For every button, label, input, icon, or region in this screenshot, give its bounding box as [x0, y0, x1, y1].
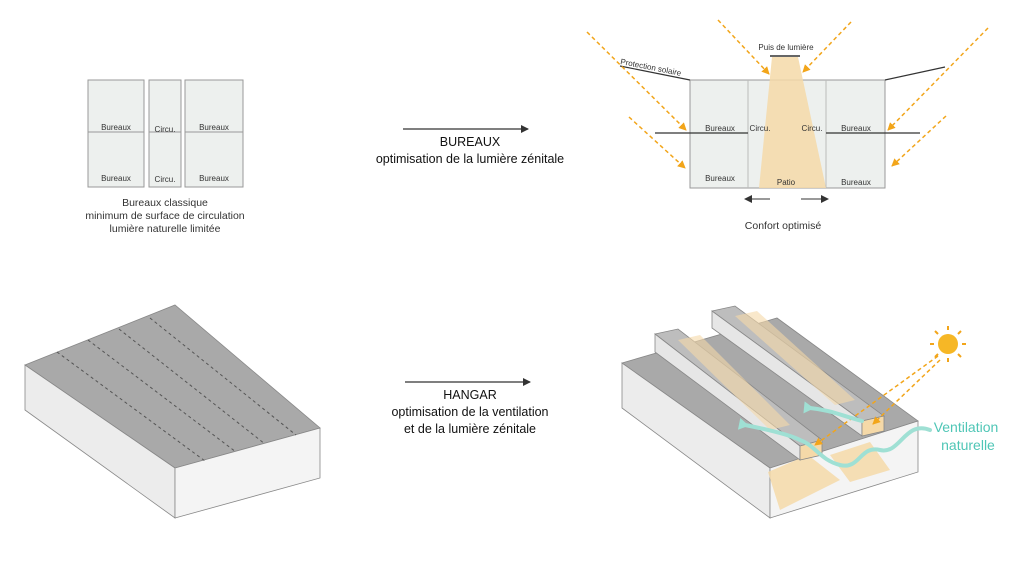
caption-line: lumière naturelle limitée: [109, 223, 221, 235]
room-label: Bureaux: [199, 123, 229, 132]
label-ventilation: Ventilation: [934, 419, 999, 435]
light-well-beam: [759, 57, 826, 188]
hangar-title: HANGAR: [443, 388, 497, 402]
comfort-caption: Confort optimisé: [718, 220, 848, 232]
hangar-line2: et de la lumière zénitale: [403, 422, 537, 436]
room-label: Circu.: [802, 124, 823, 133]
comfort-caption-text: Confort optimisé: [744, 220, 822, 232]
hangar-line1: optimisation de la ventilation: [391, 405, 549, 419]
optimized-hangar: Ventilation naturelle: [621, 305, 999, 519]
bureaux-subtitle: optimisation de la lumière zénitale: [375, 152, 565, 166]
room-label: Bureaux: [199, 174, 229, 183]
label-puits: Puis de lumière: [758, 43, 814, 52]
sun-protection-left: [619, 65, 691, 81]
room-label: Bureaux: [841, 124, 871, 133]
classic-office-plan: Bureaux Circu. Bureaux Bureaux Circu. Bu…: [87, 79, 244, 188]
room-label: Bureaux: [705, 124, 735, 133]
sun-icon: [930, 326, 966, 362]
room-label: Circu.: [155, 175, 176, 184]
room-label: Circu.: [750, 124, 771, 133]
room-label: Circu.: [155, 125, 176, 134]
room-label: Patio: [777, 178, 796, 187]
room-label: Bureaux: [841, 178, 871, 187]
optimized-office-section: Puis de lumière Protection solaire Burea…: [586, 19, 989, 203]
hangar-caption: HANGAR optimisation de la ventilation et…: [340, 387, 600, 438]
label-naturelle: naturelle: [941, 437, 995, 453]
bureaux-caption: BUREAUX optimisation de la lumière zénit…: [340, 134, 600, 168]
room-label: Bureaux: [101, 174, 131, 183]
bureaux-title: BUREAUX: [439, 135, 501, 149]
ventilation-flow: [798, 426, 932, 468]
label-protection: Protection solaire: [620, 57, 683, 78]
sun-protection-right: [884, 66, 946, 81]
room-label: Bureaux: [101, 123, 131, 132]
room-label: Bureaux: [705, 174, 735, 183]
hangar-block: [24, 304, 321, 519]
classic-office-caption: Bureaux classique minimum de surface de …: [70, 197, 260, 236]
caption-line: Bureaux classique: [122, 197, 208, 209]
caption-line: minimum de surface de circulation: [85, 210, 245, 222]
